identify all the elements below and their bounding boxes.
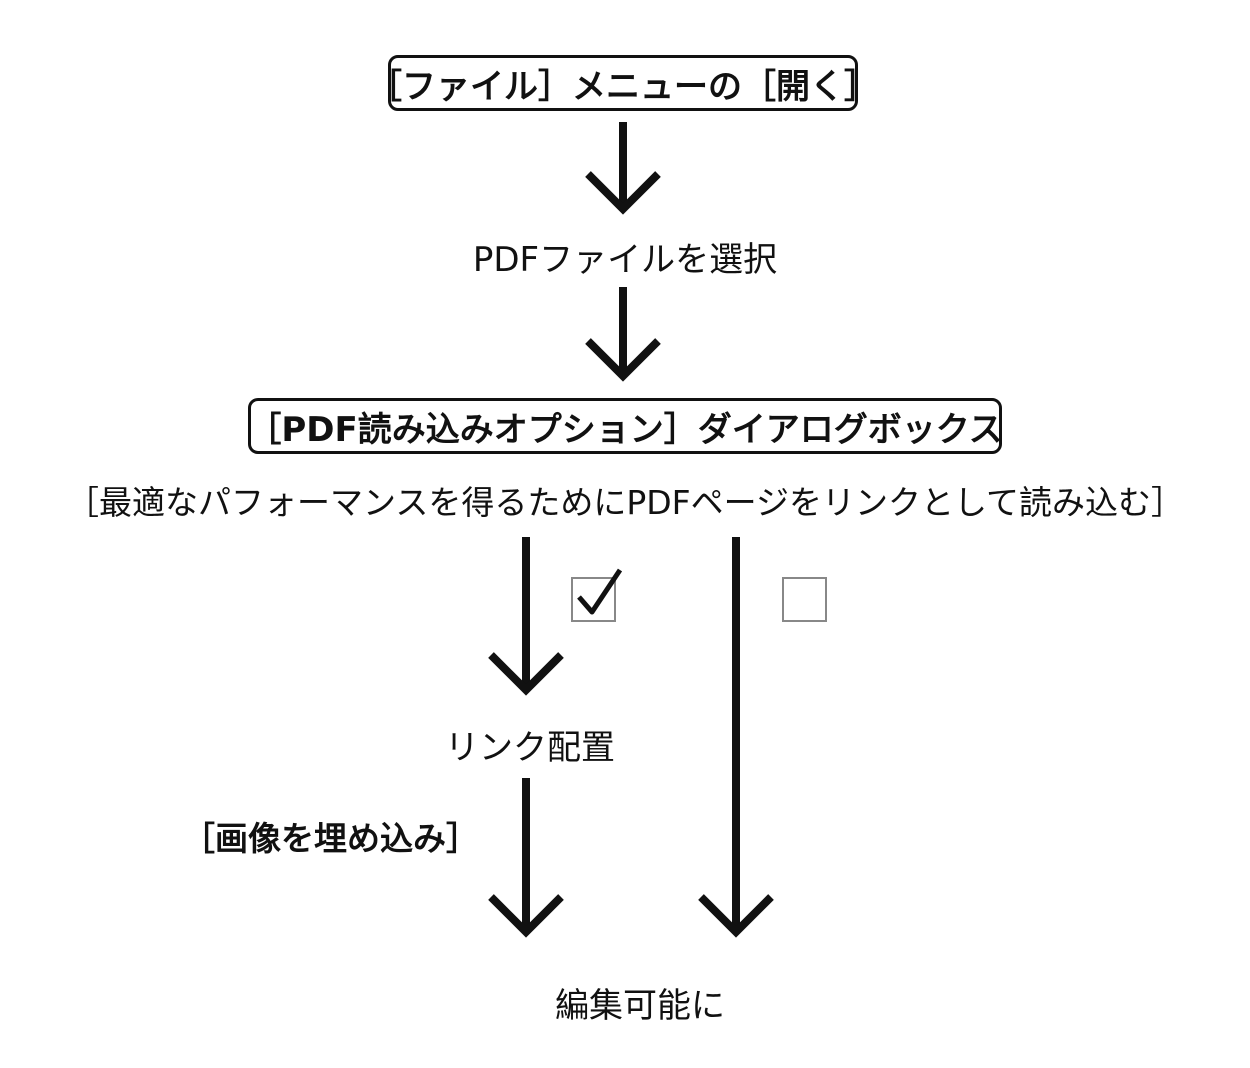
down-arrow-checked-branch <box>488 537 564 696</box>
down-arrow-2 <box>585 287 661 382</box>
pdf-import-dialog-label: ［PDF読み込みオプション］ダイアログボックス <box>247 409 1003 450</box>
checkmark-icon <box>577 568 623 615</box>
linked-placement-step: リンク配置 <box>445 728 615 768</box>
select-pdf-step: PDFファイルを選択 <box>472 240 778 280</box>
checked-checkbox <box>571 568 623 622</box>
down-arrow-1 <box>585 122 661 215</box>
down-arrow-embed-branch <box>488 778 564 938</box>
embed-image-command: ［画像を埋め込み］ <box>182 819 479 858</box>
unchecked-checkbox <box>782 577 827 622</box>
open-menu-label: ［ファイル］メニューの［開く］ <box>368 66 878 107</box>
link-option-label: ［最適なパフォーマンスを得るためにPDFページをリンクとして読み込む］ <box>66 483 1184 522</box>
pdf-import-dialog-step: ［PDF読み込みオプション］ダイアログボックス <box>247 398 1003 454</box>
editable-step: 編集可能に <box>555 986 725 1026</box>
down-arrow-unchecked-branch <box>698 537 774 938</box>
open-menu-step: ［ファイル］メニューの［開く］ <box>368 55 878 111</box>
